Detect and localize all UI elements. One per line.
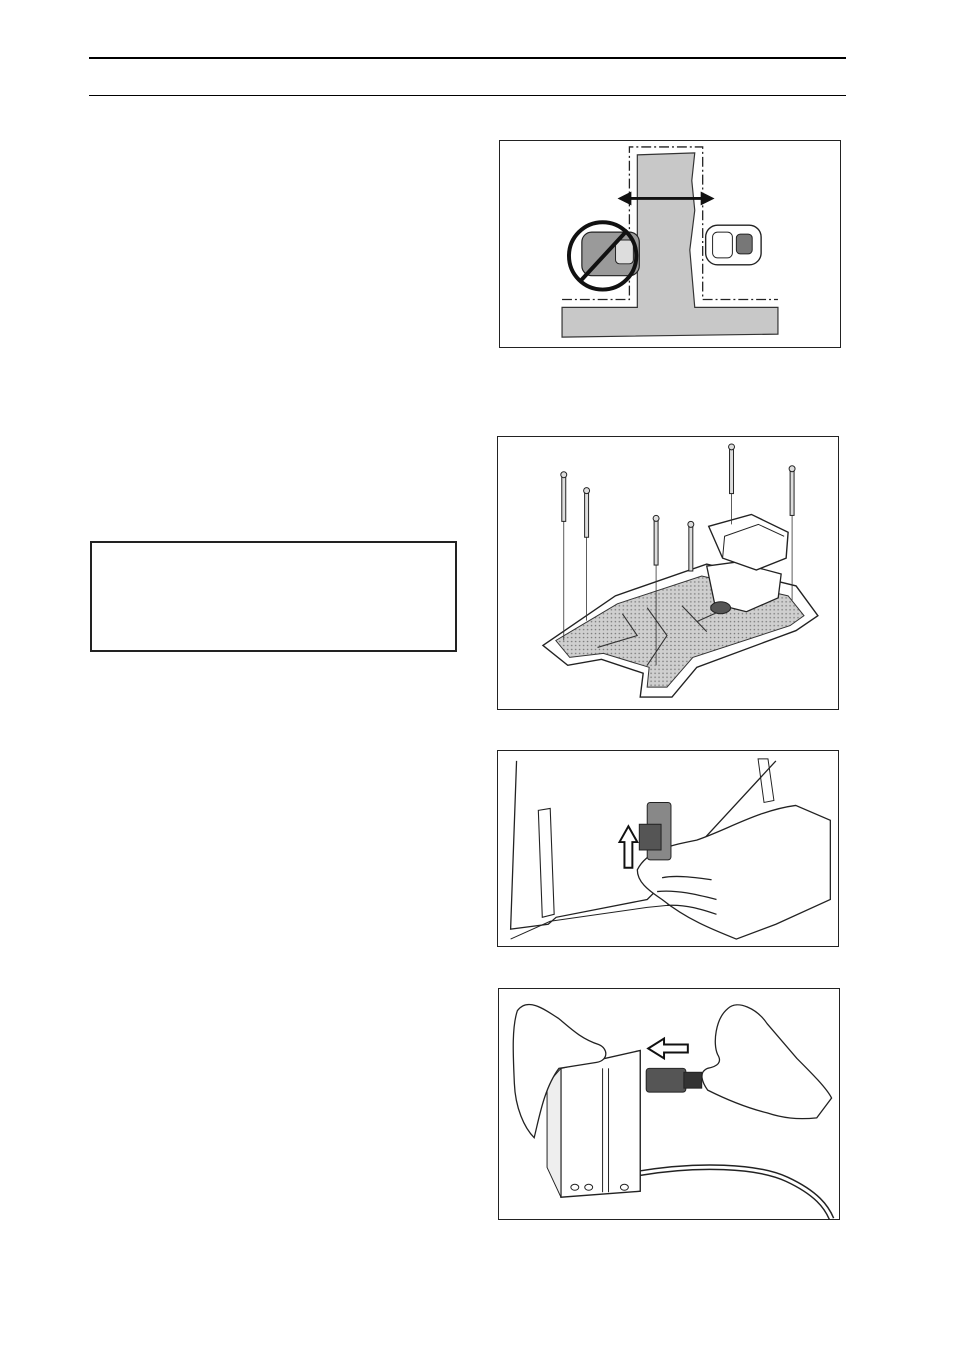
power-cable <box>638 1167 831 1219</box>
connector-icon <box>646 1068 702 1092</box>
header-rule-bottom <box>89 95 846 96</box>
figure-charging-cover-removal <box>497 750 839 947</box>
connector-clip <box>639 802 671 859</box>
mower-icon <box>706 225 761 265</box>
up-arrow-icon <box>619 826 637 868</box>
charging-station-illustration <box>498 437 838 709</box>
charging-plate-icon <box>543 514 818 697</box>
prohibited-icon <box>569 222 639 289</box>
figure-power-supply-connection <box>498 988 840 1220</box>
figure-boundary-wire-clearance <box>499 140 841 348</box>
note-box <box>90 541 457 652</box>
cover-removal-illustration <box>498 751 838 946</box>
header-rule-top <box>89 57 846 59</box>
boundary-illustration <box>500 141 840 347</box>
power-connection-illustration <box>499 989 839 1219</box>
left-arrow-icon <box>648 1039 688 1059</box>
power-supply-box <box>547 1050 640 1197</box>
figure-charging-station-pegs <box>497 436 839 710</box>
